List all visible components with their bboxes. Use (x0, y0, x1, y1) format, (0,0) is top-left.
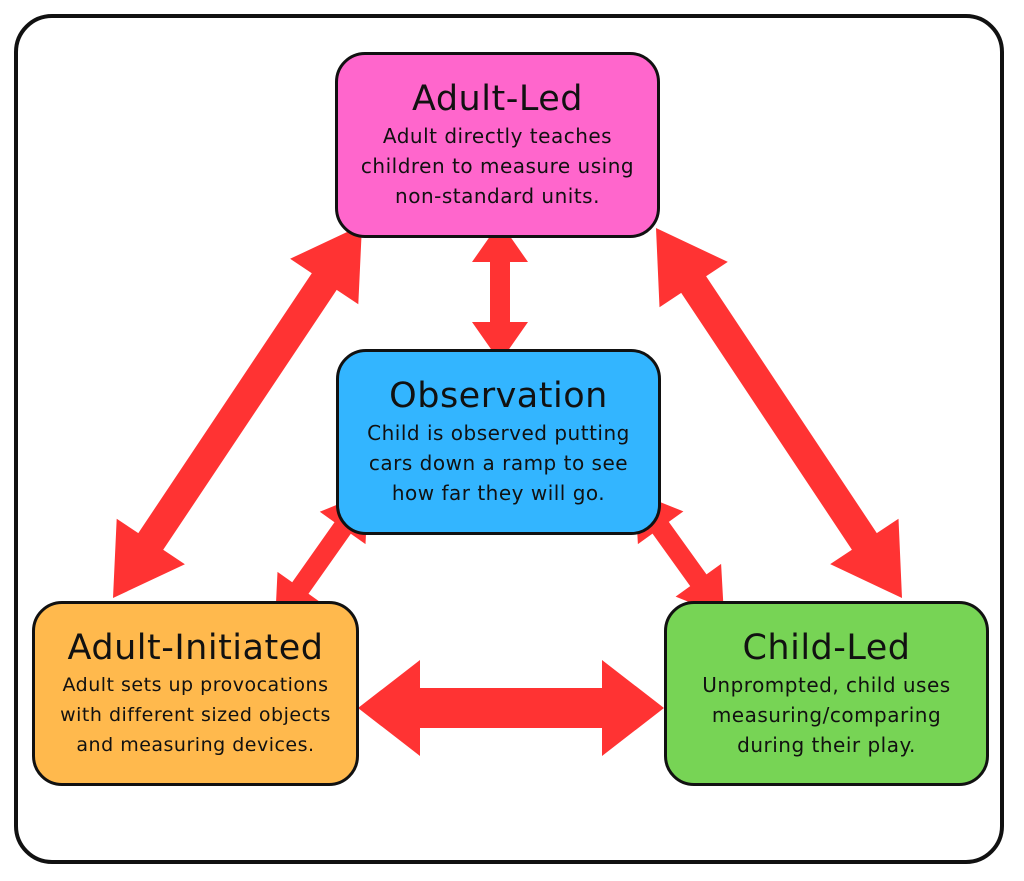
node-adult-initiated-title: Adult-Initiated (67, 627, 324, 668)
node-observation-text: Child is observed putting cars down a ra… (367, 421, 630, 505)
node-adult-initiated-text: Adult sets up provocations with differen… (60, 673, 331, 756)
arrow-adult-led-to-child-led (656, 228, 902, 598)
node-observation-title: Observation (389, 376, 608, 416)
arrow-adult-led-to-observation (472, 222, 528, 362)
node-child-led-text: Unprompted, child uses measuring/compari… (702, 672, 951, 757)
node-child-led: Child-Led Unprompted, child uses measuri… (664, 601, 989, 786)
arrow-adult-initiated-to-child-led (358, 660, 664, 756)
node-child-led-title: Child-Led (742, 627, 911, 668)
node-observation: Observation Child is observed putting ca… (336, 349, 661, 535)
node-adult-led-text: Adult directly teaches children to measu… (360, 124, 635, 208)
arrow-observation-to-child-led (635, 492, 724, 616)
node-adult-led: Adult-Led Adult directly teaches childre… (335, 52, 660, 238)
node-adult-initiated: Adult-Initiated Adult sets up provocatio… (32, 601, 359, 786)
node-adult-led-title: Adult-Led (412, 79, 583, 119)
arrow-adult-led-to-adult-initiated (113, 225, 362, 598)
